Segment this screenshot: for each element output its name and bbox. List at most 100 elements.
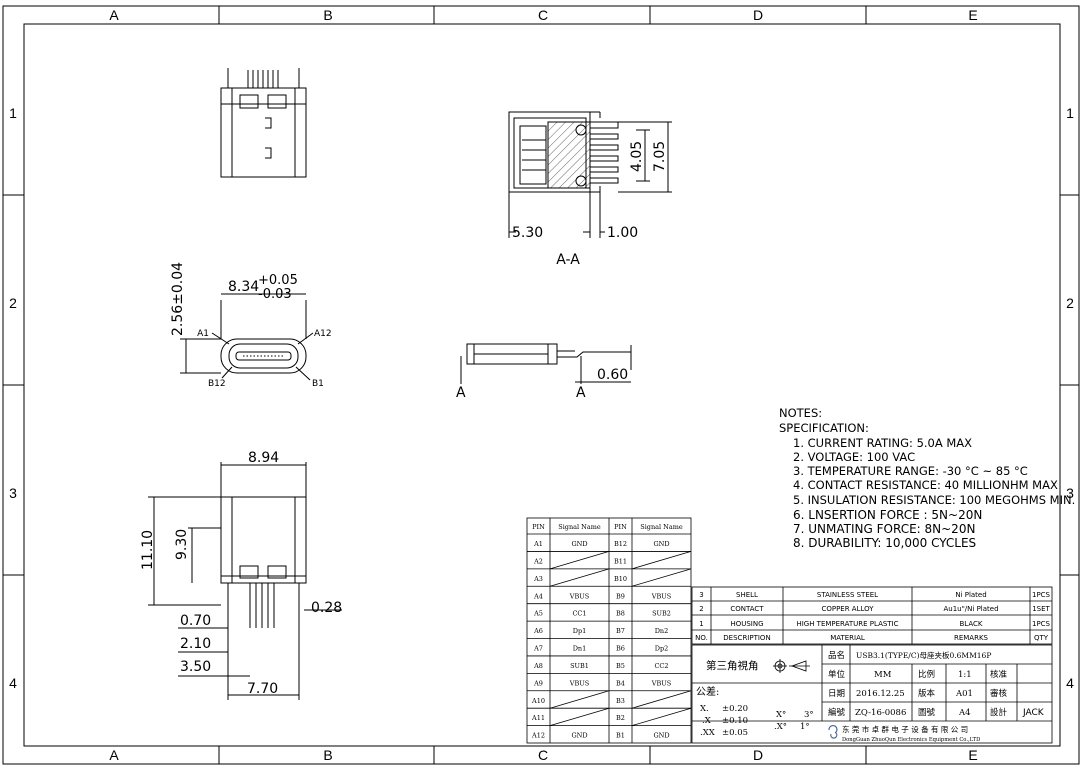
angle-1-val: 3° [804, 710, 814, 720]
empty-signal-slash [549, 707, 610, 727]
name-label: 品名 [828, 650, 845, 661]
company-cn: 东 莞 市 卓 群 电 子 设 备 有 限 公 司 [842, 724, 968, 734]
pin-table-cell: B1 [616, 732, 625, 740]
company-en: DongGuan ZhuoQun Electronics Equipment C… [842, 737, 980, 743]
pin-table-cell: GND [571, 540, 587, 548]
zone-col-c-top: C [538, 7, 548, 23]
note-item: 7. UNMATING FORCE: 8N~20N [793, 522, 975, 536]
dim-4-05: 4.05 [629, 141, 645, 172]
drawing-value: A4 [958, 708, 971, 718]
zone-row-2-left: 2 [9, 295, 17, 311]
pin-table-cell: A12 [531, 732, 545, 740]
pin-table-cell: A6 [533, 627, 543, 635]
dim-0-60: 0.60 [597, 367, 628, 383]
dim-2-10: 2.10 [180, 636, 211, 652]
pin-table-cell: A2 [533, 557, 543, 565]
section-label: A-A [556, 252, 580, 268]
dim-1-00: 1.00 [607, 225, 638, 241]
tol-x1: .X [702, 716, 712, 726]
bom-cell: SHELL [736, 591, 758, 599]
pin-table-header: Signal Name [558, 523, 601, 531]
note-item: 5. INSULATION RESISTANCE: 100 MEGOHMS MI… [793, 493, 1075, 507]
pin-table-cell: A1 [533, 540, 543, 548]
pin-table-cell: B10 [614, 575, 627, 583]
dim-2-56: 2.56±0.04 [170, 262, 186, 336]
dim-8-94: 8.94 [248, 450, 279, 466]
design-value: JACK [1022, 708, 1045, 718]
pin-table-cell: VBUS [651, 592, 671, 600]
front-view [180, 293, 314, 381]
pin-table-cell: B6 [616, 645, 625, 653]
note-item: 6. LNSERTION FORCE : 5N~20N [793, 508, 982, 522]
pin-table-cell: B3 [616, 697, 625, 705]
pin-table-cell: B4 [616, 679, 625, 687]
pin-table-cell: A8 [533, 662, 543, 670]
zone-row-4-right: 4 [1066, 675, 1074, 691]
top-view [220, 68, 307, 178]
dim-7-05: 7.05 [652, 141, 668, 172]
section-mark-a-left: A [456, 385, 466, 401]
dim-11-10: 11.10 [140, 530, 156, 570]
angle-1: X° [776, 710, 786, 720]
empty-signal-slash [549, 568, 610, 587]
pin-label-a1: A1 [197, 329, 209, 339]
zone-row-1-left: 1 [9, 105, 17, 121]
pin-table-cell: GND [653, 732, 669, 740]
notes-block: NOTES: SPECIFICATION: 1. CURRENT RATING:… [779, 406, 1075, 550]
bom-cell: 3 [699, 591, 703, 599]
bom-cell: 2 [699, 605, 703, 613]
dim-0-70: 0.70 [180, 613, 211, 629]
pin-label-b1: B1 [312, 379, 324, 389]
pin-table-cell: SUB1 [570, 662, 589, 670]
pin-table-header: PIN [532, 523, 545, 531]
zone-row-3-left: 3 [9, 485, 17, 501]
zone-col-e-bottom: E [968, 747, 977, 763]
section-dims: 5.30 1.00 4.05 7.05 A-A [512, 141, 668, 268]
bom-cell: CONTACT [730, 605, 764, 613]
company-logo-icon [828, 724, 838, 739]
number-label: 編號 [828, 707, 846, 718]
scale-label: 比例 [918, 669, 935, 680]
zone-col-b-top: B [323, 7, 332, 23]
pin-label-a12: A12 [314, 329, 332, 339]
zone-col-c-bottom: C [538, 747, 548, 763]
bom-cell: DESCRIPTION [723, 634, 770, 642]
note-item: 2. VOLTAGE: 100 VAC [793, 450, 915, 464]
note-item: 8. DURABILITY: 10,000 CYCLES [793, 536, 976, 550]
zone-row-2-right: 2 [1066, 295, 1074, 311]
pin-table-cell: VBUS [569, 679, 589, 687]
bom-cell: 1PCS [1032, 620, 1051, 628]
dim-0-28: 0.28 [311, 600, 342, 616]
zone-col-a-bottom: A [109, 747, 119, 763]
pin-table-header: Signal Name [640, 523, 683, 531]
notes-subtitle: SPECIFICATION: [779, 421, 869, 435]
empty-signal-slash [549, 690, 610, 709]
pin-table-cell: B2 [616, 714, 625, 722]
pin-table-cell: A9 [533, 679, 543, 687]
unit-label: 单位 [828, 669, 846, 680]
design-label: 設計 [990, 707, 1008, 718]
bom-cell: COPPER ALLOY [821, 605, 874, 613]
bom-cell: REMARKS [954, 634, 989, 642]
angle-2: .X° [774, 722, 787, 732]
empty-signal-slash [631, 707, 692, 727]
pin-table-cell: B9 [616, 592, 625, 600]
pin-table-cell: GND [571, 732, 587, 740]
bottom-dims: 8.94 11.10 9.30 0.70 0.28 2.10 3.50 7.70 [140, 450, 342, 697]
side-dims: 0.60 A A [456, 367, 628, 401]
date-label: 日期 [828, 689, 845, 699]
pin-table-cell: Dn2 [655, 627, 669, 635]
pin-table-cell: GND [653, 540, 669, 548]
dim-3-50: 3.50 [180, 659, 211, 675]
bom-cell: HOUSING [730, 620, 763, 628]
zone-col-d-top: D [753, 7, 763, 23]
tol-x-val: ±0.20 [722, 704, 748, 714]
empty-signal-slash [631, 551, 692, 570]
pin-table-cell: Dn1 [573, 645, 587, 653]
angle-2-val: 1° [800, 722, 810, 732]
bom-cell: STAINLESS STEEL [817, 591, 878, 599]
pin-table-cell: A11 [531, 714, 545, 722]
notes-title: NOTES: [779, 406, 822, 420]
